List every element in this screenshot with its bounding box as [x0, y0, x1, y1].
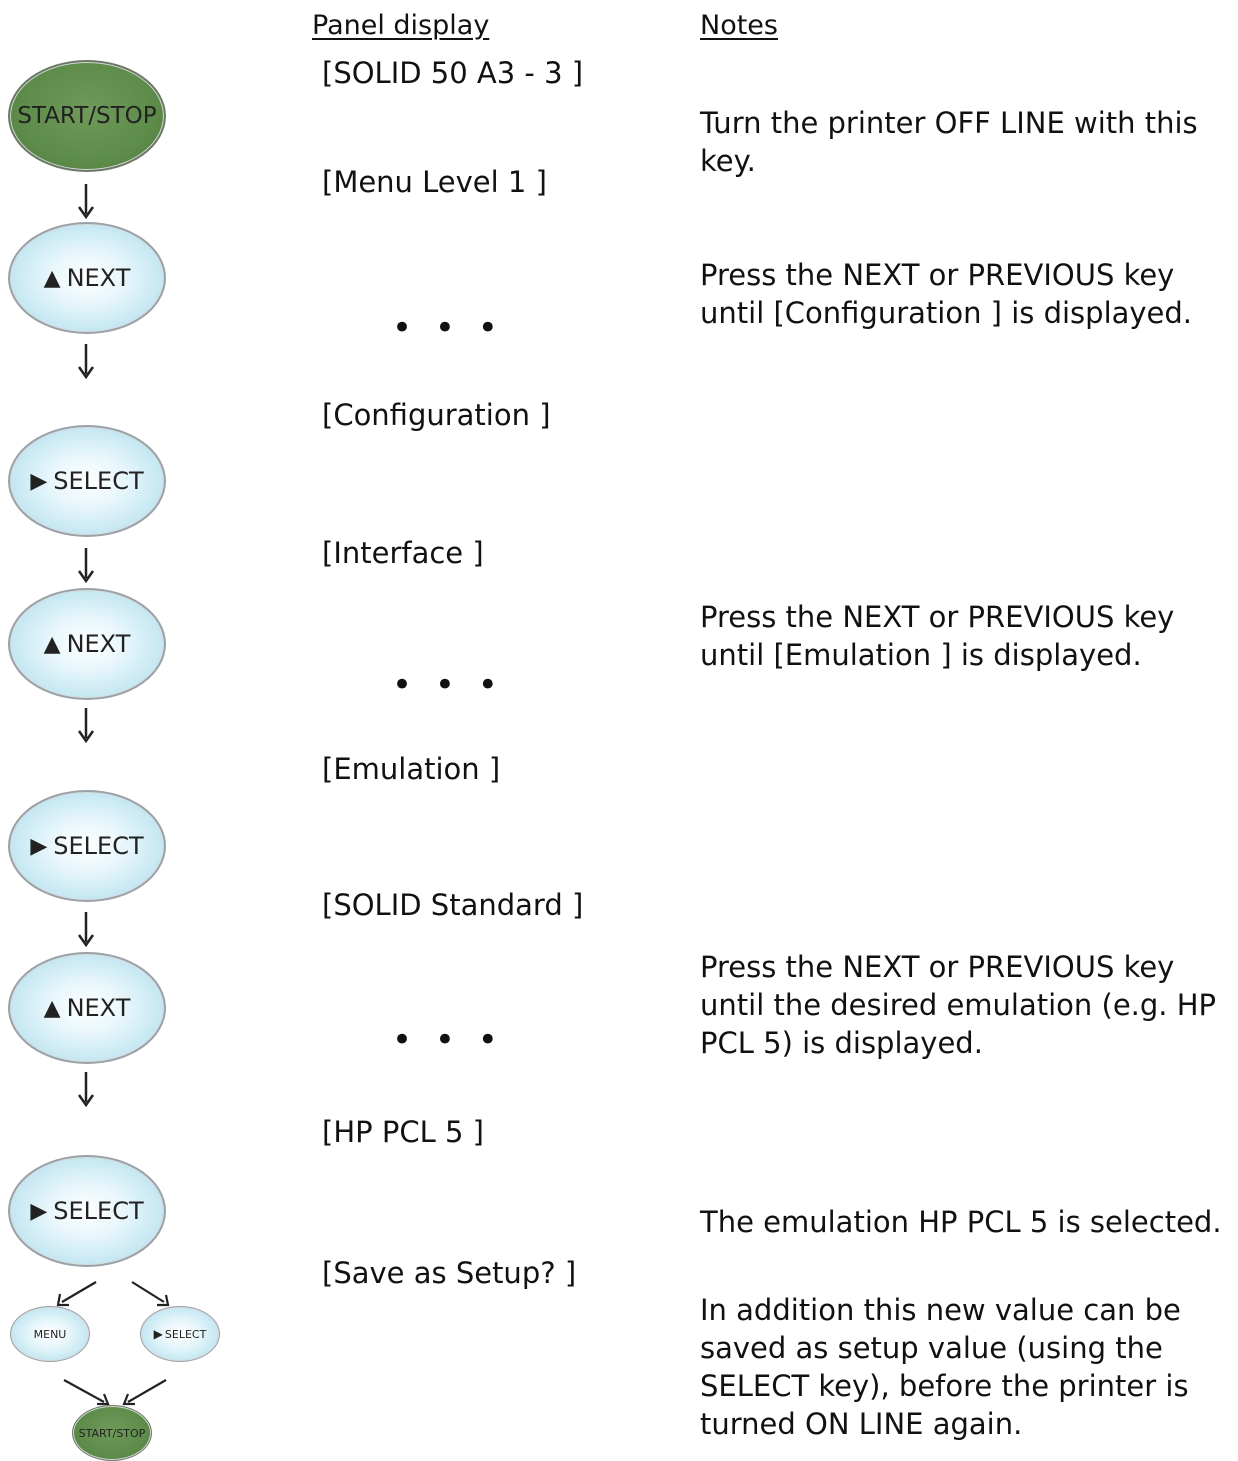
- ellipsis: • • •: [392, 665, 504, 705]
- next-key-label: NEXT: [66, 630, 131, 658]
- panel-display-line: [Interface ]: [322, 536, 484, 570]
- panel-display-line: [HP PCL 5 ]: [322, 1115, 484, 1149]
- arrow-down-icon: [77, 1072, 95, 1108]
- ellipsis: • • •: [392, 1020, 504, 1060]
- panel-display-line: [Emulation ]: [322, 752, 501, 786]
- note-text: Press the NEXT or PREVIOUS key until [Em…: [700, 600, 1175, 672]
- next-key-label: NEXT: [66, 264, 131, 292]
- arrow-down-icon: [77, 708, 95, 744]
- up-triangle-icon: ▲: [43, 631, 61, 657]
- panel-display-line: [Save as Setup? ]: [322, 1256, 577, 1290]
- select-key[interactable]: ▶ SELECT: [8, 1155, 166, 1267]
- note-text: Press the NEXT or PREVIOUS key until [Co…: [700, 258, 1193, 330]
- right-triangle-icon: ▶: [30, 468, 48, 494]
- select-key-label: SELECT: [53, 467, 144, 495]
- next-key-label: NEXT: [66, 994, 131, 1022]
- panel-display-header: Panel display: [312, 10, 490, 41]
- select-key[interactable]: ▶ SELECT: [8, 425, 166, 537]
- next-key[interactable]: ▲ NEXT: [8, 952, 166, 1064]
- arrow-down-icon: [77, 912, 95, 948]
- up-triangle-icon: ▲: [43, 995, 61, 1021]
- select-key-small[interactable]: ▶ SELECT: [140, 1306, 220, 1362]
- select-key-label: SELECT: [53, 1197, 144, 1225]
- panel-display-line: [SOLID Standard ]: [322, 888, 584, 922]
- start-stop-key-label: START/STOP: [17, 103, 157, 129]
- arrow-down-icon: [77, 184, 95, 220]
- select-key[interactable]: ▶ SELECT: [8, 790, 166, 902]
- panel-display-line: [Menu Level 1 ]: [322, 165, 547, 199]
- note-text: Turn the printer OFF LINE with this key.: [700, 106, 1198, 178]
- note-text: The emulation HP PCL 5 is selected.: [700, 1205, 1222, 1239]
- ellipsis: • • •: [392, 308, 504, 348]
- menu-key-label: MENU: [33, 1327, 67, 1341]
- next-key[interactable]: ▲ NEXT: [8, 222, 166, 334]
- select-key-label: SELECT: [164, 1327, 207, 1341]
- arrow-down-icon: [77, 344, 95, 380]
- right-triangle-icon: ▶: [153, 1327, 163, 1341]
- select-key-label: SELECT: [53, 832, 144, 860]
- up-triangle-icon: ▲: [43, 265, 61, 291]
- next-key[interactable]: ▲ NEXT: [8, 588, 166, 700]
- note-text: In addition this new value can be saved …: [700, 1293, 1189, 1441]
- right-triangle-icon: ▶: [30, 833, 48, 859]
- start-stop-key[interactable]: START/STOP: [8, 60, 166, 172]
- notes-header: Notes: [700, 10, 778, 41]
- start-stop-key-label: START/STOP: [78, 1426, 146, 1440]
- arrow-down-icon: [77, 548, 95, 584]
- right-triangle-icon: ▶: [30, 1198, 48, 1224]
- panel-display-line: [SOLID 50 A3 - 3 ]: [322, 56, 584, 90]
- start-stop-key-small[interactable]: START/STOP: [72, 1405, 152, 1461]
- menu-key[interactable]: MENU: [10, 1306, 90, 1362]
- branch-arrows-icon: [56, 1281, 170, 1406]
- note-text: Press the NEXT or PREVIOUS key until the…: [700, 950, 1217, 1060]
- panel-display-line: [Configuration ]: [322, 398, 551, 432]
